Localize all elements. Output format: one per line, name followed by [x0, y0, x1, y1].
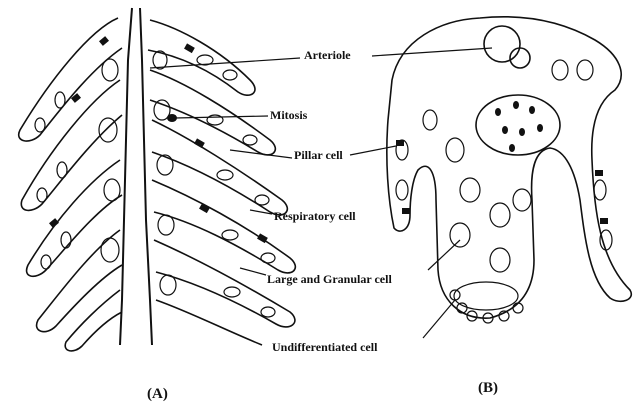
leader-arteriole	[150, 58, 300, 68]
label-mitosis: Mitosis	[270, 108, 307, 123]
cell	[490, 203, 510, 227]
leader-large-granular-b	[428, 240, 460, 270]
cell	[261, 253, 275, 263]
cell	[41, 255, 51, 269]
label-undifferentiated-cell: Undifferentiated cell	[272, 340, 377, 355]
cell	[224, 287, 240, 297]
panel-b-drawing	[387, 17, 631, 323]
cell	[577, 60, 593, 80]
nucleus	[537, 124, 543, 132]
lamella	[27, 160, 122, 276]
leader-undifferentiated	[423, 300, 455, 338]
label-respiratory-cell: Respiratory cell	[274, 209, 356, 224]
cell	[157, 155, 173, 175]
label-large-granular-cell: Large and Granular cell	[267, 272, 392, 287]
axis-cells	[35, 51, 275, 317]
leader-large-granular	[240, 268, 266, 275]
leader-lines	[150, 48, 492, 338]
cell	[446, 138, 464, 162]
cell	[261, 307, 275, 317]
filament-central-axis-right	[140, 8, 152, 345]
leader-pillar	[230, 150, 292, 158]
cell	[101, 238, 119, 262]
undifferentiated-cell-mass	[454, 282, 518, 310]
cell	[243, 135, 257, 145]
cell	[61, 232, 71, 248]
cell	[55, 92, 65, 108]
cell	[255, 195, 269, 205]
label-arteriole: Arteriole	[304, 48, 351, 63]
lamella	[156, 300, 262, 345]
nucleus	[513, 101, 519, 109]
cell	[102, 59, 118, 81]
nucleus	[509, 144, 515, 152]
cell	[423, 110, 437, 130]
cell	[513, 189, 531, 211]
cell	[104, 179, 120, 201]
leader-arteriole-b	[372, 48, 492, 56]
cell	[460, 178, 480, 202]
pillar-mark	[184, 43, 195, 53]
nucleus	[495, 108, 501, 116]
leader-pillar-b	[350, 146, 396, 155]
arteriole-cell	[484, 26, 520, 62]
cell	[57, 162, 67, 178]
nucleus	[502, 126, 508, 134]
cell	[513, 303, 523, 313]
pillar-mark	[600, 218, 608, 224]
pillar-mark	[194, 138, 205, 148]
pillar-mark	[595, 170, 603, 176]
cell	[490, 248, 510, 272]
cell	[158, 215, 174, 235]
left-lamellae	[19, 18, 122, 351]
lamella	[65, 290, 122, 351]
cell	[223, 70, 237, 80]
cell	[450, 223, 470, 247]
lamella	[37, 230, 122, 332]
lumen-nuclei	[495, 101, 543, 152]
lamella	[21, 80, 122, 210]
cell	[99, 118, 117, 142]
nucleus	[519, 128, 525, 136]
cell	[222, 230, 238, 240]
cell	[35, 118, 45, 132]
panel-label-a: (A)	[147, 386, 168, 403]
label-pillar-cell: Pillar cell	[294, 148, 343, 163]
filament-central-axis	[120, 8, 132, 345]
pillar-mark	[49, 218, 59, 228]
cell	[160, 275, 176, 295]
pillar-mark	[199, 203, 210, 213]
right-lamellae	[148, 20, 295, 345]
lamella-outline	[387, 17, 631, 318]
cell	[594, 180, 606, 200]
cell	[217, 170, 233, 180]
pillar-mark	[402, 208, 410, 214]
cell	[552, 60, 568, 80]
lamella	[148, 20, 255, 95]
panel-label-b: (B)	[478, 380, 498, 397]
nucleus	[529, 106, 535, 114]
cell	[153, 51, 167, 69]
pillar-mark	[396, 140, 404, 146]
cell	[37, 188, 47, 202]
cell	[396, 180, 408, 200]
panel-b-cells	[396, 60, 612, 323]
panel-a-drawing	[19, 8, 296, 351]
pillar-mark	[99, 36, 109, 46]
